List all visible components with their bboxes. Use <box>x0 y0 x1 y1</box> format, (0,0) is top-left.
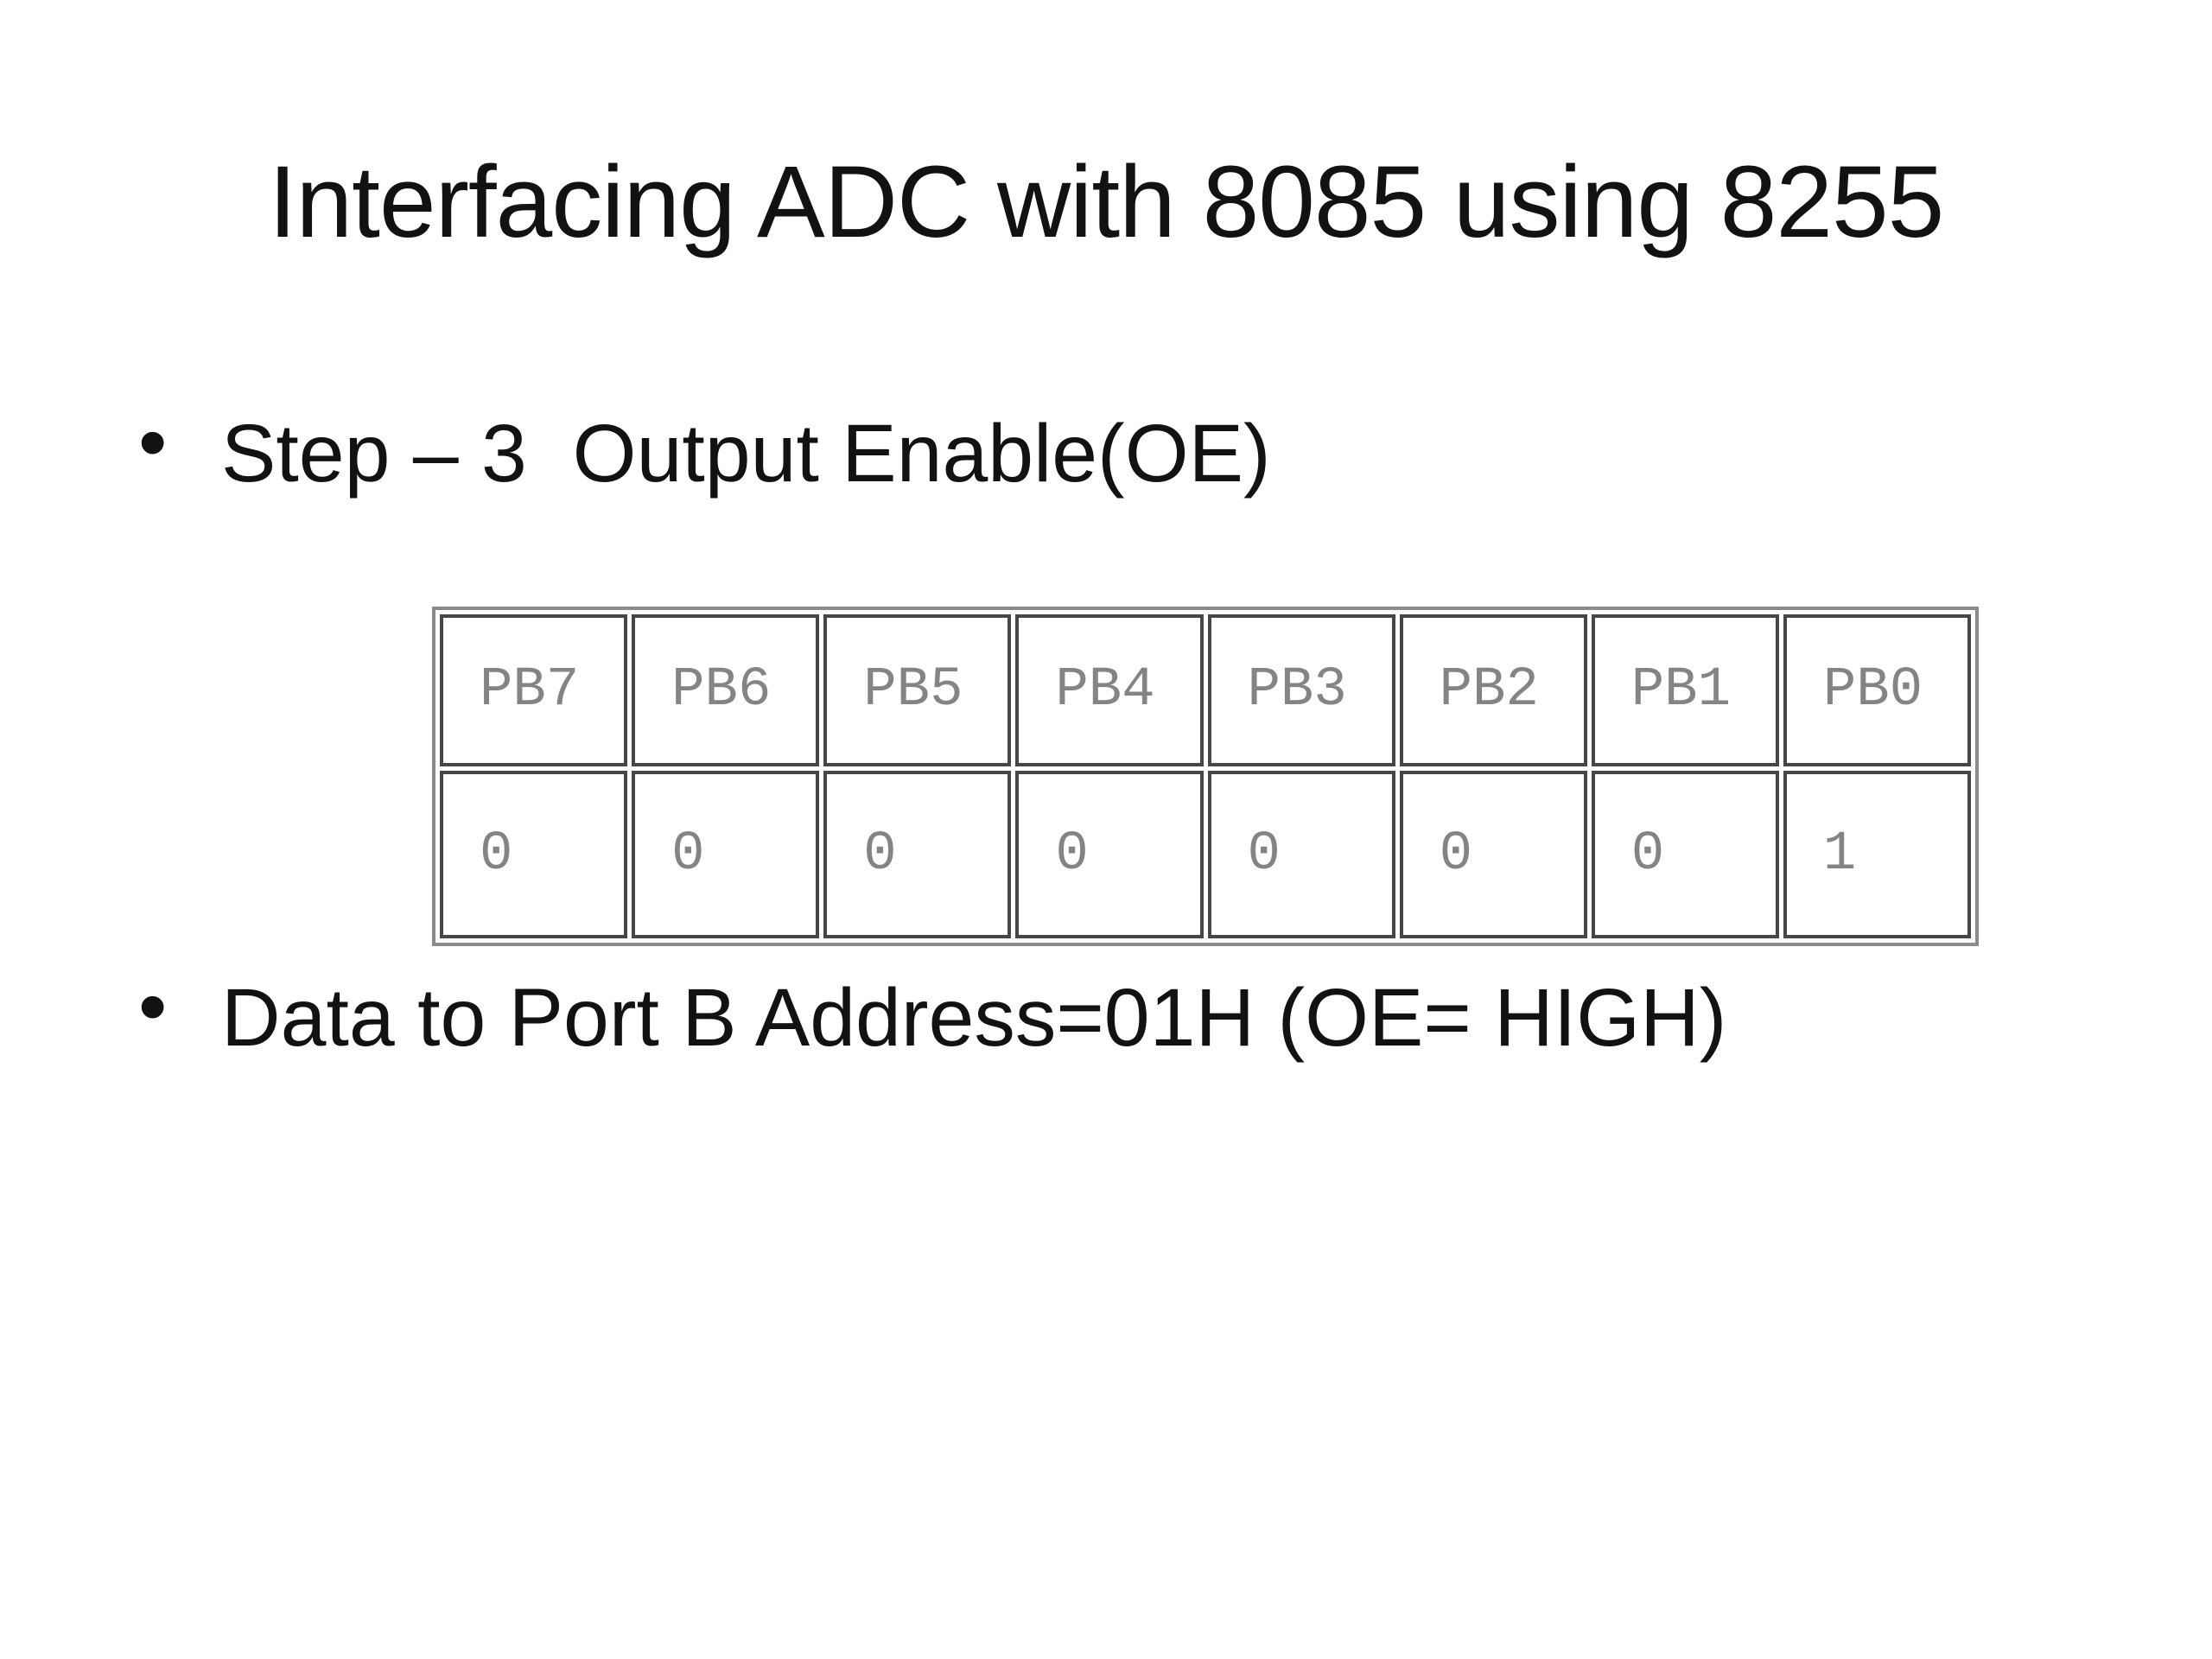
bullet-step3: • Step – 3 Output Enable(OE) <box>138 397 1271 505</box>
table-value-cell: 0 <box>1207 771 1395 938</box>
table-header-cell: PB1 <box>1591 614 1779 766</box>
table-header-row: PB7 PB6 PB5 PB4 PB3 PB2 PB1 PB0 <box>440 614 1971 766</box>
table-header-cell: PB5 <box>823 614 1012 766</box>
table-value-row: 0 0 0 0 0 0 0 1 <box>440 771 1971 938</box>
table-header-cell: PB7 <box>440 614 628 766</box>
bullet-step3-text: Step – 3 Output Enable(OE) <box>221 408 1271 499</box>
table-value-cell: 0 <box>632 771 820 938</box>
bullet-icon: • <box>138 961 168 1052</box>
table-header-cell: PB3 <box>1207 614 1395 766</box>
table-value-cell: 0 <box>823 771 1012 938</box>
bullet-data-port-b-text: Data to Port B Address=01H (OE= HIGH) <box>221 972 1727 1064</box>
table-header-cell: PB2 <box>1399 614 1587 766</box>
table-header-cell: PB0 <box>1783 614 1971 766</box>
port-b-bit-table: PB7 PB6 PB5 PB4 PB3 PB2 PB1 PB0 0 0 0 0 … <box>432 607 1979 946</box>
table-header-cell: PB6 <box>632 614 820 766</box>
bullet-data-port-b: • Data to Port B Address=01H (OE= HIGH) <box>138 961 1727 1070</box>
table-value-cell: 0 <box>440 771 628 938</box>
bullet-icon: • <box>138 397 168 488</box>
slide-title: Interfacing ADC with 8085 using 8255 <box>268 145 1944 259</box>
table-value-cell: 0 <box>1591 771 1779 938</box>
table-value-cell: 0 <box>1399 771 1587 938</box>
table-header-cell: PB4 <box>1015 614 1204 766</box>
table-value-cell: 1 <box>1783 771 1971 938</box>
table-value-cell: 0 <box>1015 771 1204 938</box>
